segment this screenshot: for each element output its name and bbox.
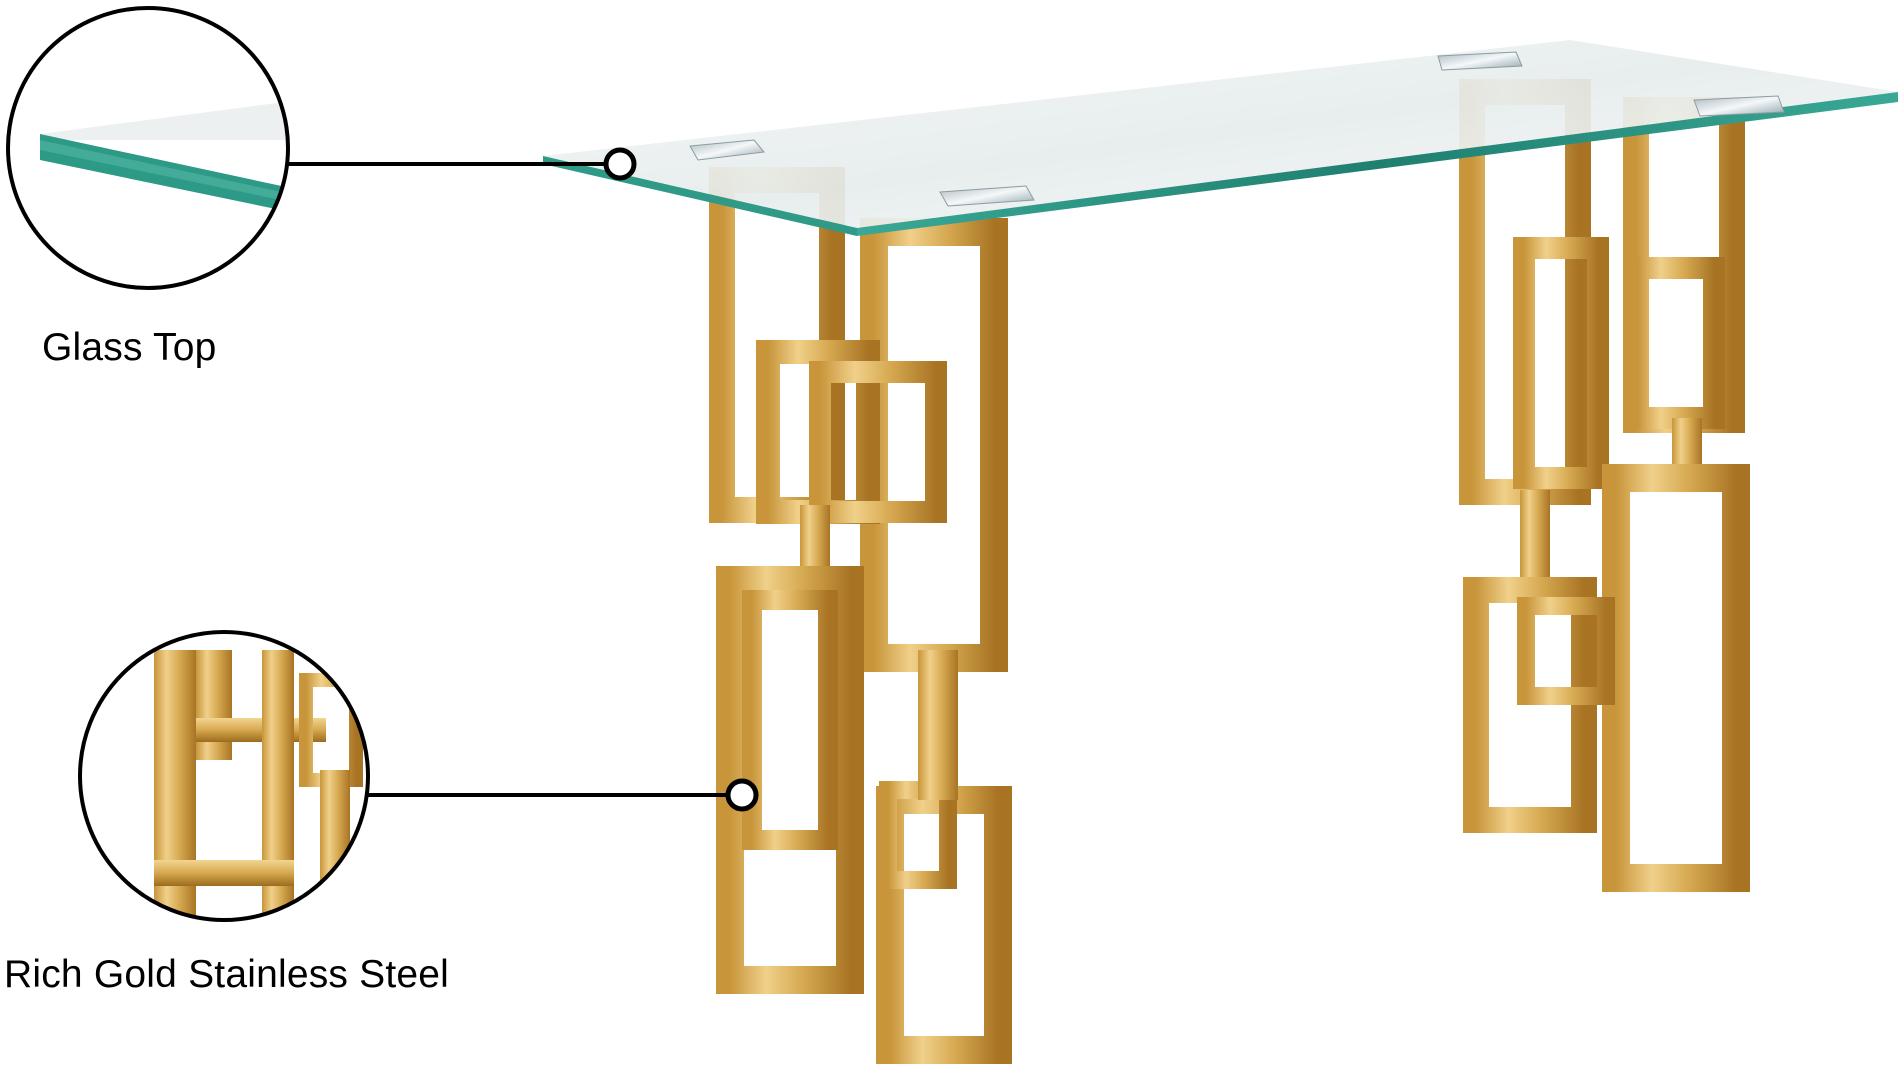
callout-circle-glass	[6, 6, 290, 290]
steel-label: Rich Gold Stainless Steel	[4, 953, 450, 996]
left-leg	[709, 167, 1012, 1064]
callout-circle-steel	[78, 630, 370, 922]
callout-dot-steel	[725, 778, 759, 812]
right-leg	[1459, 79, 1750, 892]
steel-zoom-detail	[80, 632, 368, 920]
glass-zoom-detail	[8, 8, 288, 288]
glass-top-label: Glass Top	[42, 326, 217, 369]
callout-glass-top	[6, 6, 637, 290]
callout-steel	[78, 630, 759, 922]
callout-dot-glass	[603, 147, 637, 181]
glass-top	[543, 40, 1898, 236]
